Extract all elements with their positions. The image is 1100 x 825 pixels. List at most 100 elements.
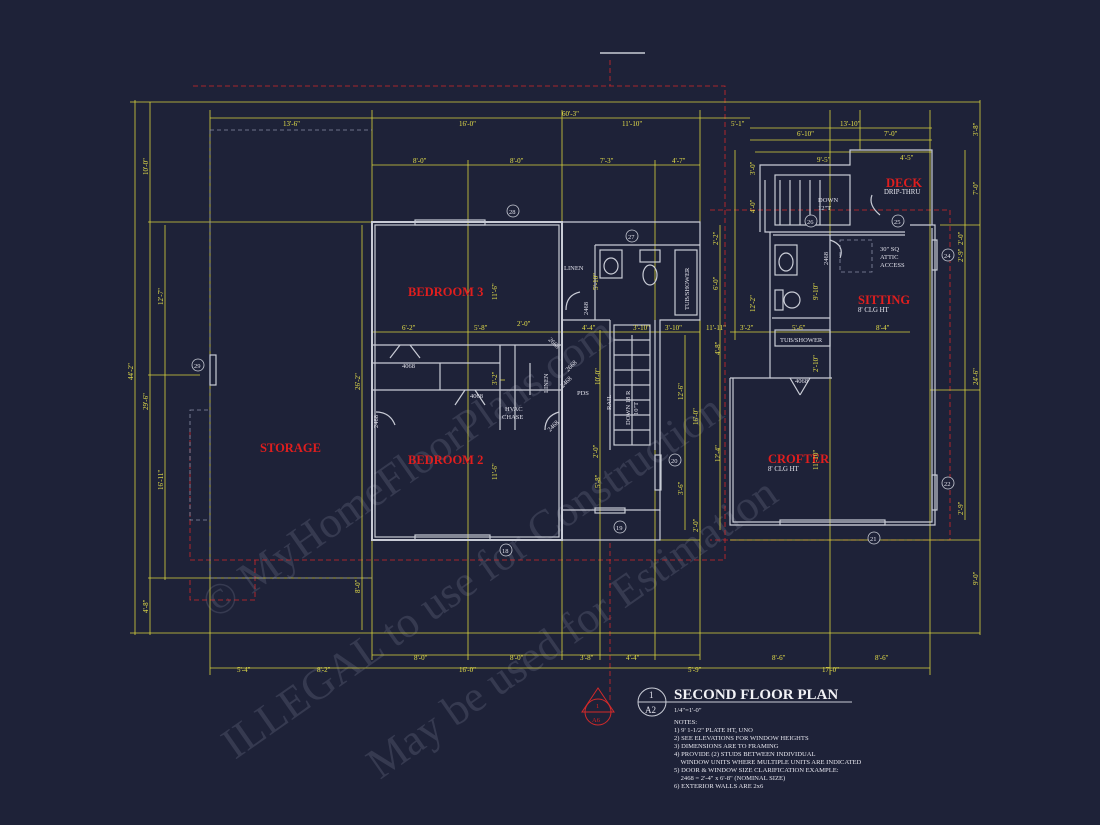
- svg-text:26: 26: [807, 219, 814, 226]
- attic-size-label: 30" SQ: [880, 246, 899, 253]
- window-tag: 24: [941, 248, 955, 262]
- room-label-storage: STORAGE: [260, 441, 321, 455]
- dimension-label: 4'-4": [626, 654, 640, 662]
- window-tag: 19: [613, 520, 627, 534]
- stair-tread-label: 10"T: [633, 402, 640, 415]
- dimension-label: 7'-0": [884, 130, 898, 138]
- dimension-label: 5'-10": [592, 273, 600, 290]
- tub-shower-label: TUB/SHOWER: [684, 267, 691, 310]
- dimension-label: 26'-2": [354, 373, 362, 390]
- window-tag: 28: [506, 204, 520, 218]
- dimension-label: 11'-6": [491, 283, 499, 300]
- room-label-bedroom-2: BEDROOM 2: [408, 453, 483, 467]
- pds-label: PDS: [577, 390, 589, 397]
- dimension-label: 3'-8": [580, 654, 594, 662]
- svg-text:25: 25: [894, 219, 901, 226]
- svg-text:27: 27: [628, 234, 635, 241]
- dimension-label: 2'-0": [517, 320, 531, 328]
- dimension-label: 7'-0": [972, 181, 980, 195]
- drawing-scale: 1/4"=1'-0": [674, 707, 702, 714]
- dimensions-bottom: 5'-4" 8'-2" 8'-0" 8'-0" 3'-8" 4'-4" 16'-…: [237, 654, 889, 674]
- watermark: © MyHomeFloorPlans.com ILLEGAL to use fo…: [193, 307, 787, 788]
- svg-text:29: 29: [194, 363, 201, 370]
- walls: [189, 129, 938, 579]
- dimension-label: 12'-6": [677, 383, 685, 400]
- note-line: WINDOW UNITS WHERE MULTIPLE UNITS ARE IN…: [674, 759, 862, 766]
- dimension-label: 5'-1": [731, 120, 745, 128]
- dimension-label: 5'-8": [474, 324, 488, 332]
- dimension-label: 2'-9": [957, 248, 965, 262]
- dimension-label: 3'-6": [677, 481, 685, 495]
- svg-text:22: 22: [944, 481, 951, 488]
- dimension-label: 11'-11": [706, 324, 726, 332]
- title-block: 1 A2 SECOND FLOOR PLAN 1/4"=1'-0": [637, 687, 852, 717]
- room-sub-sitting: 8' CLG HT: [858, 307, 890, 314]
- dimension-label: 8'-6": [875, 654, 889, 662]
- room-label-crofter: CROFTER: [768, 452, 830, 466]
- dimension-label: 8'-0": [354, 579, 362, 593]
- window-tag: 26: [804, 214, 818, 228]
- dimension-label: 10'-0": [142, 158, 150, 175]
- room-labels: BEDROOM 3 BEDROOM 2 STORAGE DECK DRIP-TH…: [260, 176, 922, 473]
- watermark-line-1: © MyHomeFloorPlans.com: [193, 307, 623, 628]
- door-size-label: 4068: [470, 393, 483, 400]
- dimension-label: 4'-8": [142, 599, 150, 613]
- section-sheet: A6: [592, 717, 601, 724]
- dimension-label: 3'-0": [749, 161, 757, 175]
- stair-label: DOWN 18 R: [625, 390, 632, 425]
- note-line: 3) DIMENSIONS ARE TO FRAMING: [674, 743, 779, 750]
- window-tag: 20: [668, 453, 682, 467]
- svg-text:18: 18: [502, 548, 509, 555]
- dimensions-right: 7'-0" 24'-6" 9'-0" 2'-9" 2'-9": [957, 181, 980, 585]
- note-line: 4) PROVIDE (2) STUDS BETWEEN INDIVIDUAL: [674, 751, 816, 758]
- dimension-label: 16'-0": [459, 120, 476, 128]
- dimension-label: 3'-10": [665, 324, 682, 332]
- dimension-label: 9'-10": [812, 283, 820, 300]
- dimension-label: 5'-8": [594, 474, 602, 488]
- dimension-lines: [130, 100, 981, 675]
- dimension-label: 7'-3": [600, 157, 614, 165]
- dimension-label: 10'-0": [594, 368, 602, 385]
- dimension-label: 13'-10": [840, 120, 861, 128]
- dimension-label: 8'-0": [510, 654, 524, 662]
- dimension-label: 5'-6": [792, 324, 806, 332]
- dimension-label: 11'-10": [812, 450, 820, 470]
- tub-shower-label: TUB/SHOWER: [780, 337, 823, 344]
- door-size-label: 4068: [795, 378, 808, 385]
- dimension-label: 29'-6": [142, 393, 150, 410]
- svg-text:28: 28: [509, 209, 516, 216]
- attic-label: ATTIC: [880, 254, 898, 261]
- fixture-labels: LINEN LINEN TUB/SHOWER TUB/SHOWER HVAC C…: [373, 197, 905, 433]
- notes: NOTES: 1) 9' 1-1/2" PLATE HT, UNO 2) SEE…: [674, 719, 862, 790]
- room-label-sitting: SITTING: [858, 293, 910, 307]
- dimension-label: 6'-10": [797, 130, 814, 138]
- note-line: NOTES:: [674, 719, 697, 726]
- window-tags: 18 19 20 21 22 24 25 26 27 28 29: [191, 204, 955, 557]
- drawing-sheet: A2: [645, 705, 656, 715]
- dimensions-left: 44'-2" 10'-0" 29'-6" 12'-7" 16'-11" 4'-8…: [127, 158, 362, 613]
- dimension-label: 8'-2": [317, 666, 331, 674]
- window-tag: 29: [191, 358, 205, 372]
- dimension-label: 9'-5": [817, 156, 831, 164]
- door-size-label: 2468: [823, 252, 830, 265]
- section-number: 1: [596, 703, 599, 710]
- attic-access-label: ACCESS: [880, 262, 905, 269]
- window-tag: 25: [891, 214, 905, 228]
- room-sub-deck: DRIP-THRU: [884, 189, 920, 196]
- dimension-label: 3'-2": [491, 371, 499, 385]
- svg-text:19: 19: [616, 525, 623, 532]
- dimension-label: 4'-0": [749, 199, 757, 213]
- door-size-label: 2468: [583, 302, 590, 315]
- dimension-label: 6'-0": [712, 276, 720, 290]
- dimension-label: 12'-4": [714, 445, 722, 462]
- door-size-label: 2468: [373, 415, 380, 428]
- dimension-label: 2'-10": [812, 355, 820, 372]
- room-label-deck: DECK: [886, 176, 922, 190]
- room-sub-crofter: 8' CLG HT: [768, 466, 800, 473]
- dimension-label: 6'-2": [402, 324, 416, 332]
- dimension-label: 2'-2": [712, 231, 720, 245]
- drawing-number: 1: [649, 690, 654, 700]
- dimension-label: 8'-4": [876, 324, 890, 332]
- dimension-label: 60'-3": [562, 110, 579, 118]
